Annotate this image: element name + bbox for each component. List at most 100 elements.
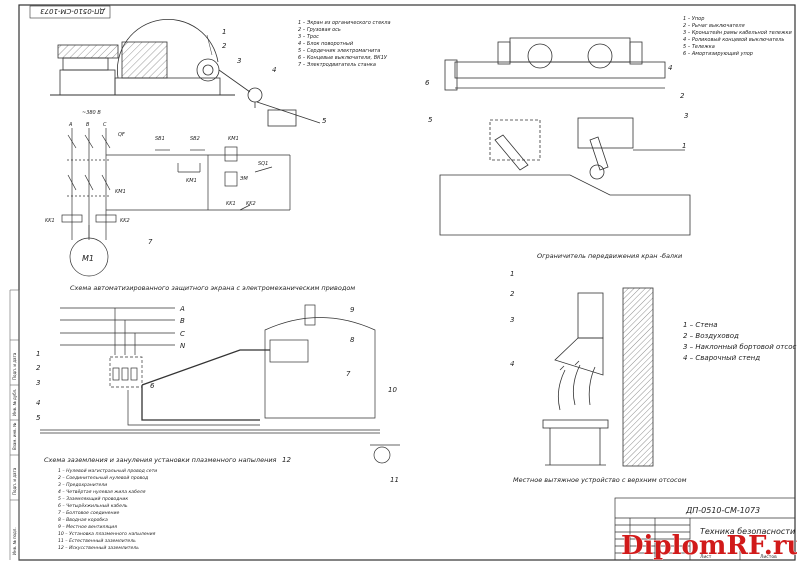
screen-legend-1: 1 – Экран из органического стекла	[298, 20, 391, 26]
ground-callout-7: 7	[346, 370, 351, 378]
watermark-text: DiplomRF.ru	[621, 531, 797, 561]
limiter-callout-3: 3	[684, 112, 688, 120]
exhaust-legend-2: 2 – Воздуховод	[683, 332, 739, 340]
label-em: ЭМ	[239, 176, 248, 182]
screen-legend-6: 6 – Концевые выключатели, ВК1У	[298, 55, 388, 61]
ground-callout-3: 3	[36, 379, 40, 387]
limiter-callouts: 1 2 3 4 5 6	[425, 64, 688, 150]
screen-callout-1: 1	[222, 28, 226, 36]
label-km1-aux: KM1	[115, 189, 126, 195]
limiter-callout-5: 5	[428, 116, 433, 124]
grounding-bus-labels: А В С N	[179, 305, 186, 350]
screen-caption: Схема автоматизированного защитного экра…	[70, 284, 355, 292]
side-strip-label-3: Взам. инв. №	[12, 423, 17, 450]
ground-legend-6: 6 – Четырёхжильный кабель	[58, 503, 128, 509]
ground-callout-10: 10	[388, 386, 397, 394]
ground-legend-4: 4 – Четвёртая нулевая жила кабеля	[58, 489, 146, 495]
exhaust-legend-4: 4 – Сварочный стенд	[683, 354, 760, 362]
circuit-labels: ~380 В А В С QF SB1 SB2 KM1 KM1 SQ1 KM1 …	[45, 110, 268, 263]
side-strip-label-1: Инв. № подл.	[12, 527, 17, 555]
exhaust-legend: 1 – Стена 2 – Воздуховод 3 – Наклонный б…	[683, 321, 796, 362]
limiter-legend-6: 6 – Амортизирующий упор	[683, 51, 753, 57]
exhaust-callouts: 1 2 3 4	[510, 270, 515, 368]
label-qf: QF	[118, 132, 125, 138]
limiter-callout-6: 6	[425, 79, 430, 87]
limiter-caption: Ограничитель передвижения кран -балки	[537, 252, 682, 260]
limiter-callout-4: 4	[668, 64, 672, 72]
label-sb1: SB1	[155, 136, 165, 142]
electrical-circuit	[61, 128, 291, 277]
label-kk1-a: KK1	[45, 218, 55, 224]
phase-a: А	[68, 122, 73, 128]
phase-c: С	[103, 122, 107, 128]
exhaust-caption: Местное вытяжное устройство с верхним от…	[513, 476, 687, 484]
exhaust-legend-1: 1 – Стена	[683, 321, 718, 329]
limiter-legend: 1 – Упор 2 – Рычаг выключателя 3 – Кронш…	[683, 16, 792, 57]
ground-legend-5: 5 – Заземляющий проводник	[58, 496, 128, 502]
label-kk2-b: KK2	[246, 201, 256, 207]
screen-callout-4: 4	[272, 66, 276, 74]
grounding-caption: Схема заземления и зануления установки п…	[44, 456, 277, 464]
limiter-legend-2: 2 – Рычаг выключателя	[683, 23, 745, 29]
ground-callout-8: 8	[350, 336, 355, 344]
ground-legend-1: 1 – Нулевой магистральный провод сети	[58, 468, 157, 474]
grounding-drawing	[40, 304, 400, 464]
ground-callout-11: 11	[390, 476, 399, 484]
ground-callout-12: 12	[282, 456, 291, 464]
screen-legend-7: 7 – Электродвигатель станка	[298, 62, 376, 68]
ground-legend-3: 3 – Предохранители	[58, 482, 107, 488]
label-km1-coil: KM1	[228, 136, 239, 142]
screen-callout-7: 7	[148, 238, 153, 246]
grounding-legend: 1 – Нулевой магистральный провод сети 2 …	[58, 468, 157, 551]
ground-callout-4: 4	[36, 399, 40, 407]
limiter-legend-1: 1 – Упор	[683, 16, 704, 22]
side-strip-label-4: Инв. № дубл.	[12, 389, 17, 416]
ground-legend-9: 9 – Местное вентиляция	[58, 524, 117, 530]
ground-callout-2: 2	[36, 364, 41, 372]
ground-legend-10: 10 – Установка плазменного напыления	[58, 531, 156, 537]
label-km1-contact: KM1	[186, 178, 197, 184]
exhaust-callout-4: 4	[510, 360, 514, 368]
phase-b: В	[86, 122, 90, 128]
title-block-sheets: Листов	[760, 554, 777, 560]
limiter-callout-2: 2	[680, 92, 685, 100]
ground-callout-5: 5	[36, 414, 41, 422]
ground-callout-9: 9	[350, 306, 355, 314]
ground-legend-12: 12 – Искусственный заземлитель	[58, 545, 139, 551]
voltage-label: ~380 В	[82, 110, 101, 116]
limiter-callout-1: 1	[682, 142, 686, 150]
exhaust-legend-3: 3 – Наклонный бортовой отсос	[683, 343, 796, 351]
screen-callout-3: 3	[237, 57, 241, 65]
sheet-frame	[18, 4, 796, 561]
watermark: DiplomRF.ru	[621, 531, 797, 562]
title-block-code: ДП-0510-СМ-1073	[685, 506, 760, 515]
side-strip-label-2: Подп. и дата	[12, 467, 17, 495]
label-sb2: SB2	[190, 136, 200, 142]
exhaust-callout-2: 2	[510, 290, 515, 298]
grounding-callouts: 1 2 3 4 5 6 7 8 9 10 11 12	[36, 306, 399, 484]
screen-legend-2: 2 – Грузовая ось	[298, 27, 341, 33]
screen-legend-5: 5 – Сердечник электромагнита	[298, 48, 380, 54]
screen-legend-3: 3 – Трос	[298, 34, 319, 40]
screen-callouts: 1 2 3 4 5	[206, 28, 327, 125]
title-block-title: Техника безопасности	[700, 527, 795, 536]
ground-legend-11: 11 – Естественный заземлитель	[58, 538, 136, 544]
exhaust-callout-1: 1	[510, 270, 514, 278]
ground-legend-7: 7 – Болтовое соединение	[58, 510, 119, 516]
limiter-legend-5: 5 – Тележка	[683, 44, 715, 50]
screen-legend: 1 – Экран из органического стекла 2 – Гр…	[298, 20, 391, 68]
limiter-drawing	[439, 37, 691, 236]
title-block-sheet: Лист	[700, 554, 712, 560]
label-kk1-b: KK1	[226, 201, 236, 207]
motor-label: М1	[82, 254, 94, 263]
label-kk2-a: KK2	[120, 218, 130, 224]
ground-legend-2: 2 – Соединительный нулевой провод	[58, 475, 148, 481]
screen-callout-2: 2	[222, 42, 227, 50]
stamp-code-mirror-text: ДП-0510-СМ-1073	[40, 7, 106, 15]
ground-callout-6: 6	[150, 382, 155, 390]
exhaust-callout-3: 3	[510, 316, 514, 324]
bus-n: N	[180, 342, 186, 350]
bus-c: С	[180, 330, 185, 338]
bus-a: А	[179, 305, 185, 313]
